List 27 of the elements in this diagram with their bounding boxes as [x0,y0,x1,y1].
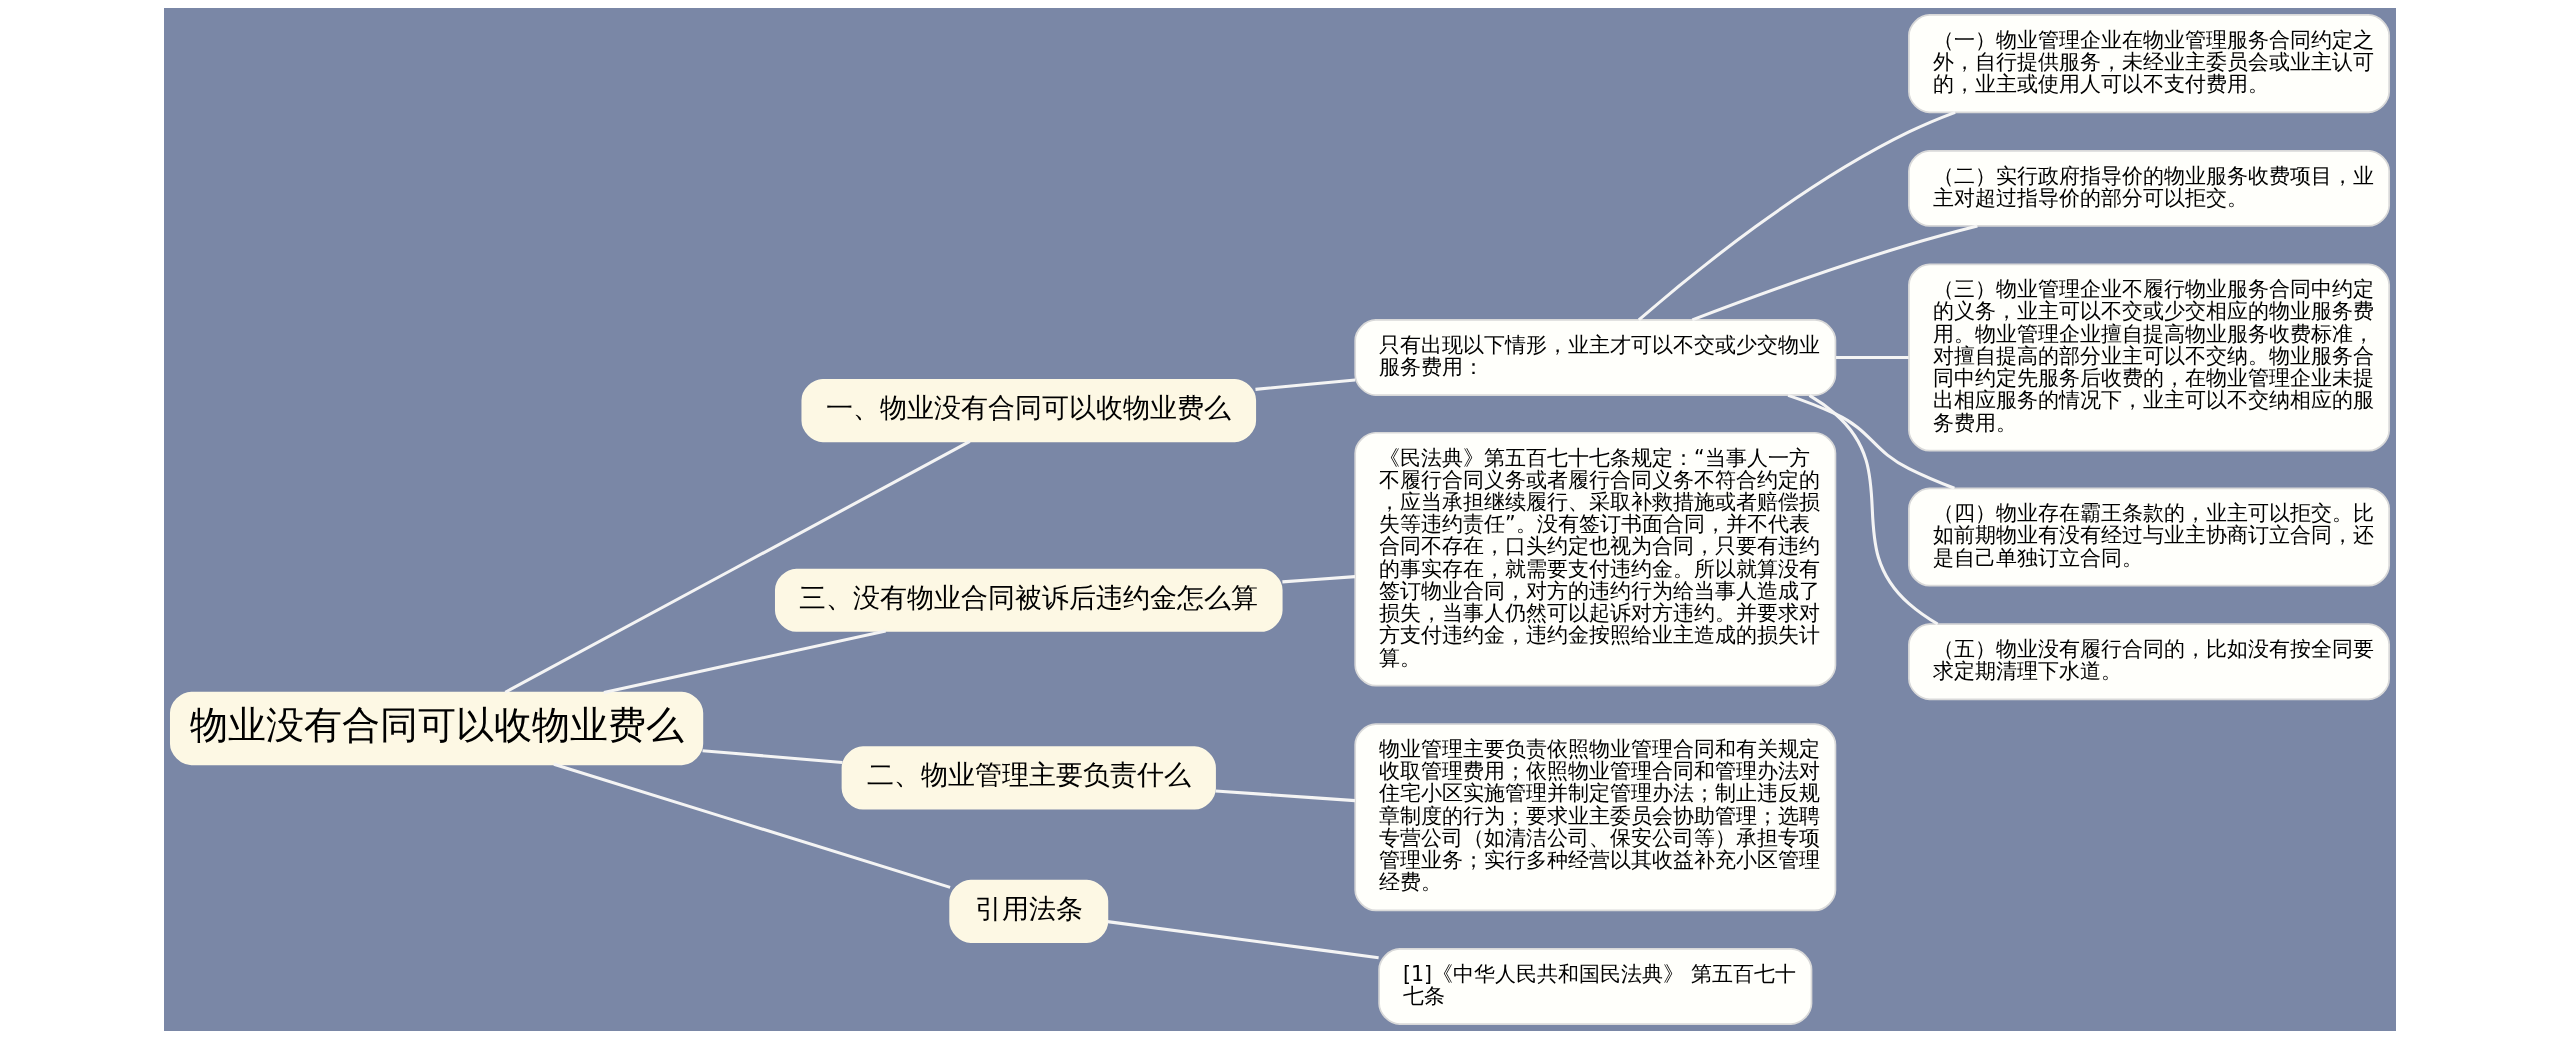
node-box: （二）实行政府指导价的物业服务收费项目，业主对超过指导价的部分可以拒交。 [1908,149,2390,227]
node-box: 一、物业没有合同可以收物业费么 [801,378,1257,443]
node-box: [1]《中华人民共和国民法典》 第五百七十七条 [1378,948,1813,1025]
connector [1691,224,1978,322]
connector [1107,920,1379,960]
connector [504,440,971,694]
node-box: （三）物业管理企业不履行物业服务合同中约定的义务，业主可以不交或少交相应的物业服务费用。物业管理企业擅自提高物业服务收费标准，对擅自提高的部分业主可以不交纳。物业服务合同中约定先服务后收费的，在物业管理企业未提出相应服务的情况下，业主可以不交纳相应的服务费用。 [1908,263,2390,452]
connector [1637,110,1956,322]
connector [1215,789,1356,803]
connector [1787,393,1955,490]
node-box: 只有出现以下情形，业主才可以不交或少交物业服务费用： [1354,319,1837,397]
node-box: 物业没有合同可以收物业费么 [170,691,704,766]
node-box: （五）物业没有履行合同的，比如没有按全同要求定期清理下水道。 [1908,623,2390,701]
connector [553,762,951,889]
node-box: 二、物业管理主要负责什么 [841,746,1216,810]
connector [603,629,886,694]
node-box: 物业管理主要负责依照物业管理合同和有关规定收取管理费用；依照物业管理合同和管理办法对住宅小区实施管理并制定管理办法；制止违反规章制度的行为；要求业主委员会协助管理；选聘专营公司（如清洁公司、保安公司等）承担专项管理业务；实行多种经营以其收益补充小区管理经费。 [1354,723,1837,912]
connector [1836,356,1909,360]
connector [1282,575,1356,584]
connector [702,749,843,764]
node-box: 引用法条 [949,879,1109,943]
node-box: （一）物业管理企业在物业管理服务合同约定之外，自行提供服务，未经业主委员会或业主认可的，业主或使用人可以不支付费用。 [1908,14,2390,114]
node-box: （四）物业存在霸王条款的，业主可以拒交。比如前期物业有没有经过与业主协商订立合同，还是自己单独订立合同。 [1908,487,2390,587]
connector [1808,394,1939,626]
node-box: 《民法典》第五百七十七条规定：“当事人一方不履行合同义务或者履行合同义务不符合约定的，应当承担继续履行、采取补救措施或者赔偿损失等违约责任”。没有签订书面合同，并不代表合同不存在，口头约定也视为合同，只要有违约的事实存在，就需要支付违约金。所以就算没有签订物业合同，对方的违约行为给当事人造成了损失，当事人仍然可以起诉对方违约。并要求对方支付违约金，违约金按照给业主造成的损失计算。 [1354,431,1837,687]
connector [1255,378,1356,391]
node-box: 三、没有物业合同被诉后违约金怎么算 [774,568,1283,632]
